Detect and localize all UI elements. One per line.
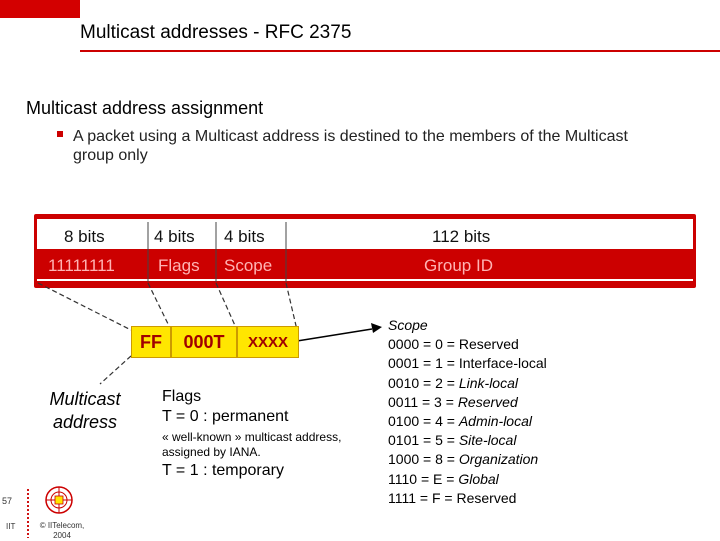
scope-row: 1000 = 8 = Organization: [388, 451, 539, 468]
multicast-label-line1: Multicast: [49, 389, 121, 409]
mapping-line: [147, 282, 172, 331]
scope-arrow-line: [296, 328, 373, 342]
address-format-band-values-row: [37, 249, 693, 279]
field-bits-group-id: 112 bits: [432, 227, 491, 246]
footer-divider: [27, 488, 29, 538]
flags-note: « well-known » multicast address, assign…: [162, 430, 342, 459]
iit-logo-icon: [45, 486, 73, 514]
flags-title: Flags: [162, 388, 202, 405]
footer-org: IIT: [6, 522, 16, 531]
flags-permanent: T = 0 : permanent: [162, 408, 289, 425]
multicast-address-label: Multicast address: [40, 388, 130, 434]
scope-row: 0010 = 2 = Link-local: [388, 374, 518, 391]
scope-row: 1111 = F = Reserved: [388, 489, 517, 506]
field-value-scope: Scope: [224, 256, 273, 275]
bullet-text: A packet using a Multicast address is de…: [73, 128, 628, 164]
title-accent-bar: [0, 0, 80, 18]
field-value-flags: Flags: [158, 256, 200, 275]
multicast-label-line2: address: [52, 412, 118, 432]
scope-row: 0100 = 4 = Admin-local: [388, 413, 532, 430]
highlight-scope-bits: XXXX: [237, 326, 299, 358]
page-number: 57: [2, 496, 13, 506]
field-value-prefix: 11111111: [48, 256, 115, 275]
highlight-ff: FF: [131, 326, 171, 358]
field-bits-prefix: 8 bits: [64, 227, 105, 246]
scope-row: 0011 = 3 = Reserved: [388, 393, 518, 410]
mapping-line: [99, 355, 132, 385]
title-divider: [80, 50, 720, 52]
scope-row: 1110 = E = Global: [388, 470, 499, 487]
footer-copyright: © IITelecom, 2004: [39, 521, 85, 540]
bullet-marker: [57, 131, 63, 137]
section-heading: Multicast address assignment: [26, 98, 264, 118]
field-bits-flags: 4 bits: [154, 227, 195, 246]
field-bits-scope: 4 bits: [224, 227, 265, 246]
highlight-flags-bits: 000T: [171, 326, 237, 358]
page-title: Multicast addresses - RFC 2375: [80, 22, 352, 43]
scope-row: 0101 = 5 = Site-local: [388, 432, 517, 449]
field-value-group-id: Group ID: [424, 256, 493, 275]
scope-row: 0001 = 1 = Interface-local: [388, 355, 547, 372]
scope-list: Scope 0000 = 0 = Reserved 0001 = 1 = Int…: [388, 316, 547, 508]
mapping-line: [285, 282, 298, 331]
flags-temporary: T = 1 : temporary: [162, 462, 284, 479]
mapping-line: [37, 282, 132, 331]
mapping-line: [215, 282, 238, 331]
scope-row: 0000 = 0 = Reserved: [388, 336, 519, 353]
scope-title: Scope: [388, 317, 428, 333]
scope-arrowhead: [371, 323, 382, 333]
